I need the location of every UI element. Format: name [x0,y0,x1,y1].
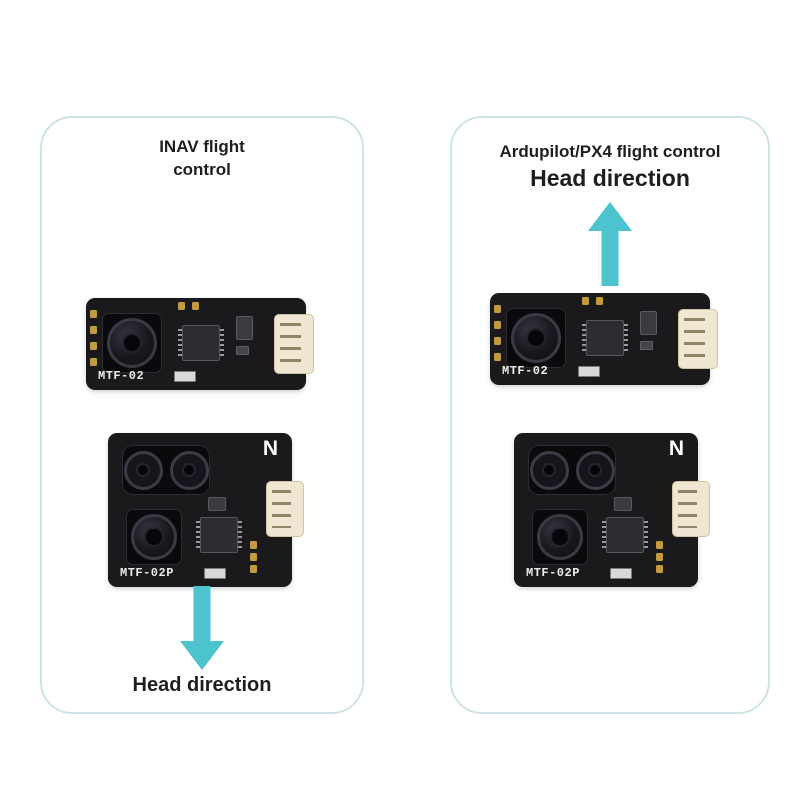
camera-lens [537,514,583,560]
solder-pad [90,326,97,334]
brand-logo: N [262,437,278,460]
camera-module [532,509,588,565]
ardupilot-panel: Ardupilot/PX4 flight control Head direct… [450,116,770,714]
tof-sensor-module [528,445,616,495]
camera-lens-pupil [121,332,143,354]
board-label: MTF-02P [120,566,174,580]
solder-pad [494,305,501,313]
smd-component [204,568,226,579]
tof-sensor-module [122,445,210,495]
inav-panel-title: INAV flight control [42,136,362,182]
smd-component [578,366,600,377]
mcu-chip [178,325,224,361]
up-arrow-icon [588,202,632,286]
smd-component [236,346,249,355]
inav-title-line2: control [173,159,231,179]
solder-pad [250,565,257,573]
mtf02-board: MTF-02 [86,298,314,390]
head-direction-label: Head direction [132,674,272,696]
ardupilot-panel-title: Ardupilot/PX4 flight control [499,142,721,161]
solder-pad [494,337,501,345]
cable-connector [274,314,314,374]
cable-connector [678,309,718,369]
inav-title-line1: INAV flight [159,137,245,156]
solder-pad [90,342,97,350]
camera-lens-pupil [550,527,570,547]
board-label: MTF-02 [502,364,549,378]
solder-pad [250,553,257,561]
tof-lens [575,450,615,490]
solder-pad [90,358,97,366]
tof-lens [169,450,209,490]
tof-lens [529,450,569,490]
camera-lens-pupil [144,527,164,547]
board-label: MTF-02P [526,566,580,580]
smd-component [174,371,196,382]
brand-logo: N [668,437,684,460]
camera-lens [511,313,561,363]
solder-pad [582,297,589,305]
solder-pad [494,321,501,329]
tof-lens [123,450,163,490]
solder-pad [90,310,97,318]
solder-pad [596,297,603,305]
small-ic [236,316,253,340]
cable-connector [672,481,710,537]
board-label: MTF-02 [98,369,145,383]
small-ic [208,497,226,511]
small-ic [614,497,632,511]
camera-lens-pupil [525,327,547,349]
small-ic [640,311,657,335]
camera-lens [107,318,157,368]
camera-lens [131,514,177,560]
mtf02p-board: N MTF-02P [514,433,710,587]
solder-pad [656,541,663,549]
solder-pad [192,302,199,310]
solder-pad [494,353,501,361]
mcu-chip [582,320,628,356]
mcu-chip [196,517,242,553]
head-direction-label: Head direction [530,165,690,191]
solder-pad [178,302,185,310]
mtf02-board: MTF-02 [490,293,718,385]
solder-pad [656,565,663,573]
cable-connector [266,481,304,537]
camera-module [102,313,162,373]
camera-module [506,308,566,368]
mtf02p-board: N MTF-02P [108,433,304,587]
smd-component [610,568,632,579]
mcu-chip [602,517,648,553]
down-arrow-icon [180,586,224,670]
inav-panel: INAV flight control MTF-02 [40,116,364,714]
solder-pad [250,541,257,549]
solder-pad [656,553,663,561]
smd-component [640,341,653,350]
camera-module [126,509,182,565]
